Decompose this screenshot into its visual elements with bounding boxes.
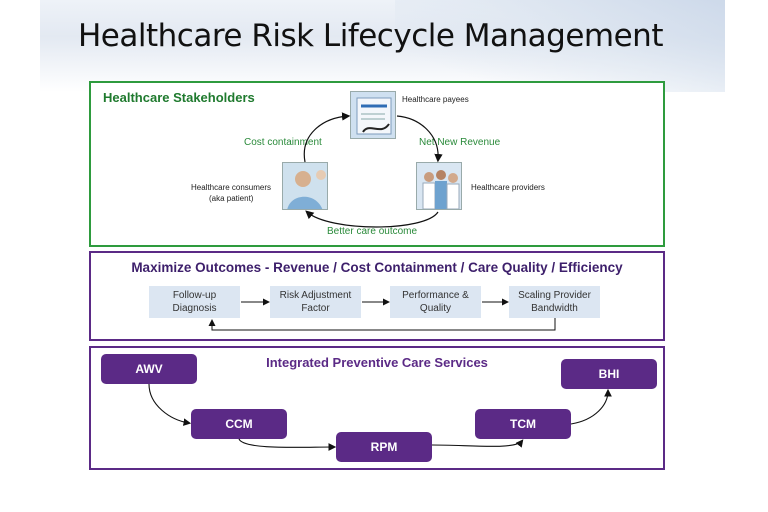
payees-photo xyxy=(350,91,396,139)
stakeholders-heading: Healthcare Stakeholders xyxy=(103,90,255,105)
edge-label-cost-containment: Cost containment xyxy=(244,137,322,148)
service-awv: AWV xyxy=(101,354,197,384)
step-line: Bandwidth xyxy=(531,303,578,314)
step-line: Factor xyxy=(301,303,330,314)
step-line: Follow-up xyxy=(172,290,217,301)
arrow-consumers-to-payees xyxy=(303,112,351,163)
arrow-loop-back xyxy=(208,318,556,331)
arrow-providers-to-consumers xyxy=(305,210,439,228)
outcomes-heading: Maximize Outcomes - Revenue / Cost Conta… xyxy=(131,260,623,275)
service-tcm: TCM xyxy=(475,409,571,439)
providers-photo xyxy=(416,162,462,210)
step-performance-quality: Performance & Quality xyxy=(390,286,481,318)
edge-label-net-new-revenue: Net New Revenue xyxy=(419,137,501,148)
services-heading: Integrated Preventive Care Services xyxy=(266,355,488,370)
edge-label-better-care-outcome: Better care outcome xyxy=(327,226,418,237)
consumers-photo xyxy=(282,162,328,210)
arrow-awv-to-ccm xyxy=(148,383,192,426)
step-line: Diagnosis xyxy=(172,303,217,314)
service-ccm: CCM xyxy=(191,409,287,439)
arrow-payees-to-providers xyxy=(396,115,443,163)
step-line: Performance & xyxy=(402,290,469,301)
arrow-tcm-to-bhi xyxy=(570,388,612,425)
step-line: Risk Adjustment xyxy=(279,290,352,301)
consumers-label-line1: Healthcare consumers xyxy=(191,183,272,192)
payees-label: Healthcare payees xyxy=(402,95,469,104)
consumers-label-line2: (aka patient) xyxy=(209,194,254,203)
arrow-ccm-to-rpm xyxy=(238,438,337,451)
header-background xyxy=(40,0,725,92)
providers-label: Healthcare providers xyxy=(471,183,545,192)
page-title: Healthcare Risk Lifecycle Management xyxy=(78,18,664,54)
step-line: Quality xyxy=(419,303,452,314)
service-bhi: BHI xyxy=(561,359,657,389)
step-line: Scaling Provider xyxy=(518,290,591,301)
service-rpm: RPM xyxy=(336,432,432,462)
arrow-rpm-to-tcm xyxy=(431,439,524,448)
